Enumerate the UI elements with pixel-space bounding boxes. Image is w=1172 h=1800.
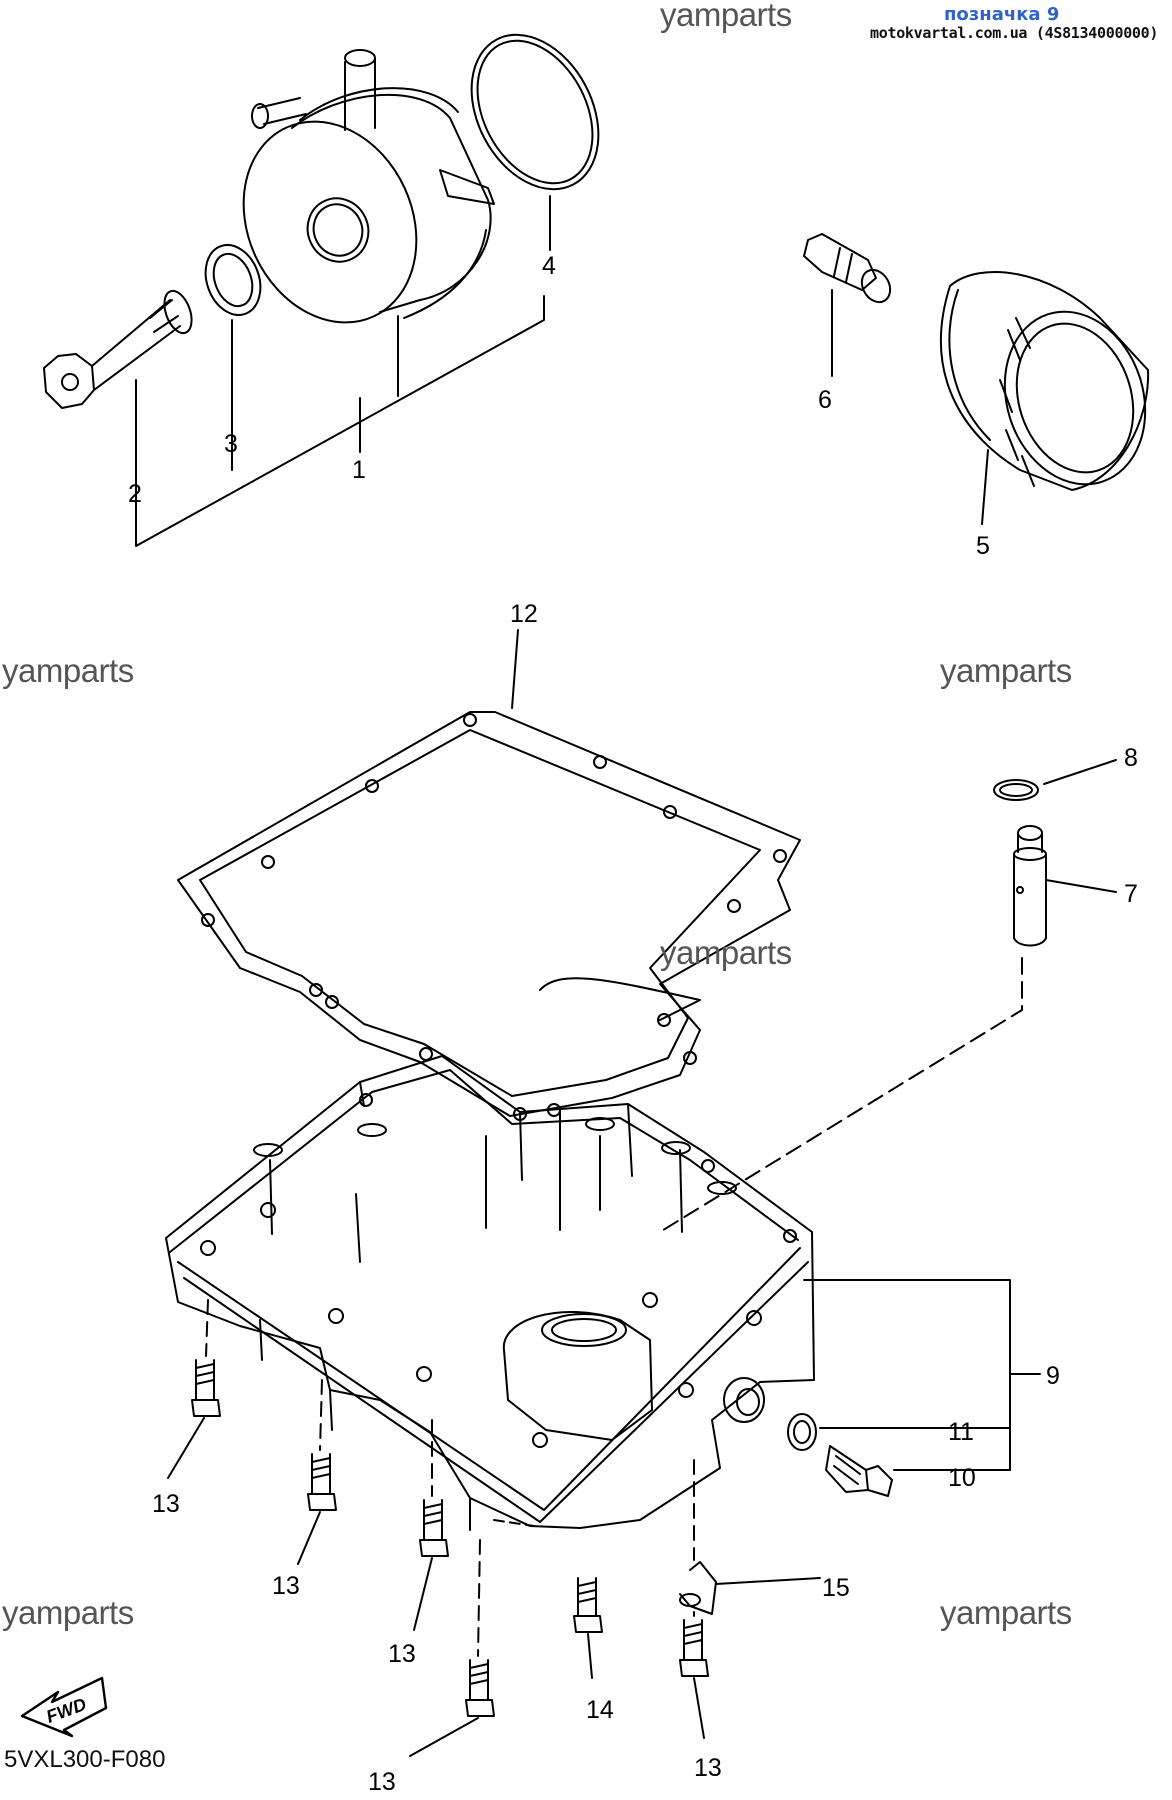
bolt-13-e [679, 1619, 709, 1677]
washer-part-3 [204, 244, 262, 316]
callout-11: 11 [948, 1418, 974, 1446]
watermark-top: yamparts [660, 0, 792, 33]
watermark-center: yamparts [660, 934, 792, 971]
watermark-right-lower: yamparts [940, 1594, 1072, 1631]
callout-1: 1 [352, 456, 366, 484]
callout-13-e: 13 [694, 1754, 722, 1782]
watermark-left-upper: yamparts [2, 652, 134, 689]
callout-9: 9 [1046, 1362, 1060, 1390]
callout-12: 12 [510, 600, 538, 628]
o-ring-part-4 [470, 33, 600, 191]
gasket-part-12 [177, 711, 801, 1117]
diagram-code: 5VXL300-F080 [4, 1746, 166, 1773]
callout-3: 3 [224, 430, 238, 458]
callout-5: 5 [976, 532, 990, 560]
o-ring-part-8 [993, 779, 1039, 801]
watermark-right-upper: yamparts [940, 652, 1072, 689]
callout-6: 6 [818, 386, 832, 414]
drain-bolt-part-10 [825, 1445, 893, 1497]
clip-part-15 [679, 1561, 717, 1615]
callout-15: 15 [822, 1574, 850, 1602]
oil-cooler-part-1 [242, 49, 495, 324]
bolt-13-a [191, 1359, 221, 1417]
pipe-part-7 [1013, 825, 1047, 947]
fitting-part-6 [803, 233, 892, 304]
callout-numbers: 1 2 3 4 5 6 7 8 9 10 11 12 13 13 13 13 1… [44, 252, 1138, 1796]
callout-10: 10 [948, 1464, 976, 1492]
oil-pan-part-9 [165, 1055, 815, 1531]
bolt-13-c [419, 1499, 449, 1557]
bolt-13-d [465, 1659, 495, 1717]
marker-label: позначка 9 [944, 4, 1060, 25]
union-bolt-part-2 [43, 289, 193, 409]
watermark-left-lower: yamparts [2, 1594, 134, 1631]
callout-2: 2 [128, 480, 142, 508]
fwd-label: FWD [44, 1694, 89, 1727]
washer-part-11 [787, 1413, 817, 1451]
leader-lines [135, 195, 1117, 1757]
fwd-arrow-icon [20, 1676, 108, 1738]
callout-7: 7 [1124, 880, 1138, 908]
callout-13-c: 13 [388, 1640, 416, 1668]
callout-8: 8 [1124, 744, 1138, 772]
callout-13-d: 13 [368, 1768, 396, 1796]
callout-13-a: 13 [152, 1490, 180, 1518]
callout-4: 4 [542, 252, 556, 280]
callout-13-b: 13 [272, 1572, 300, 1600]
bolt-14 [573, 1577, 603, 1633]
callout-14: 14 [586, 1696, 614, 1724]
bolt-13-b [307, 1453, 337, 1511]
site-label: motokvartal.com.ua (4S8134000000) [870, 24, 1159, 42]
oil-filter-part-5 [940, 271, 1150, 491]
